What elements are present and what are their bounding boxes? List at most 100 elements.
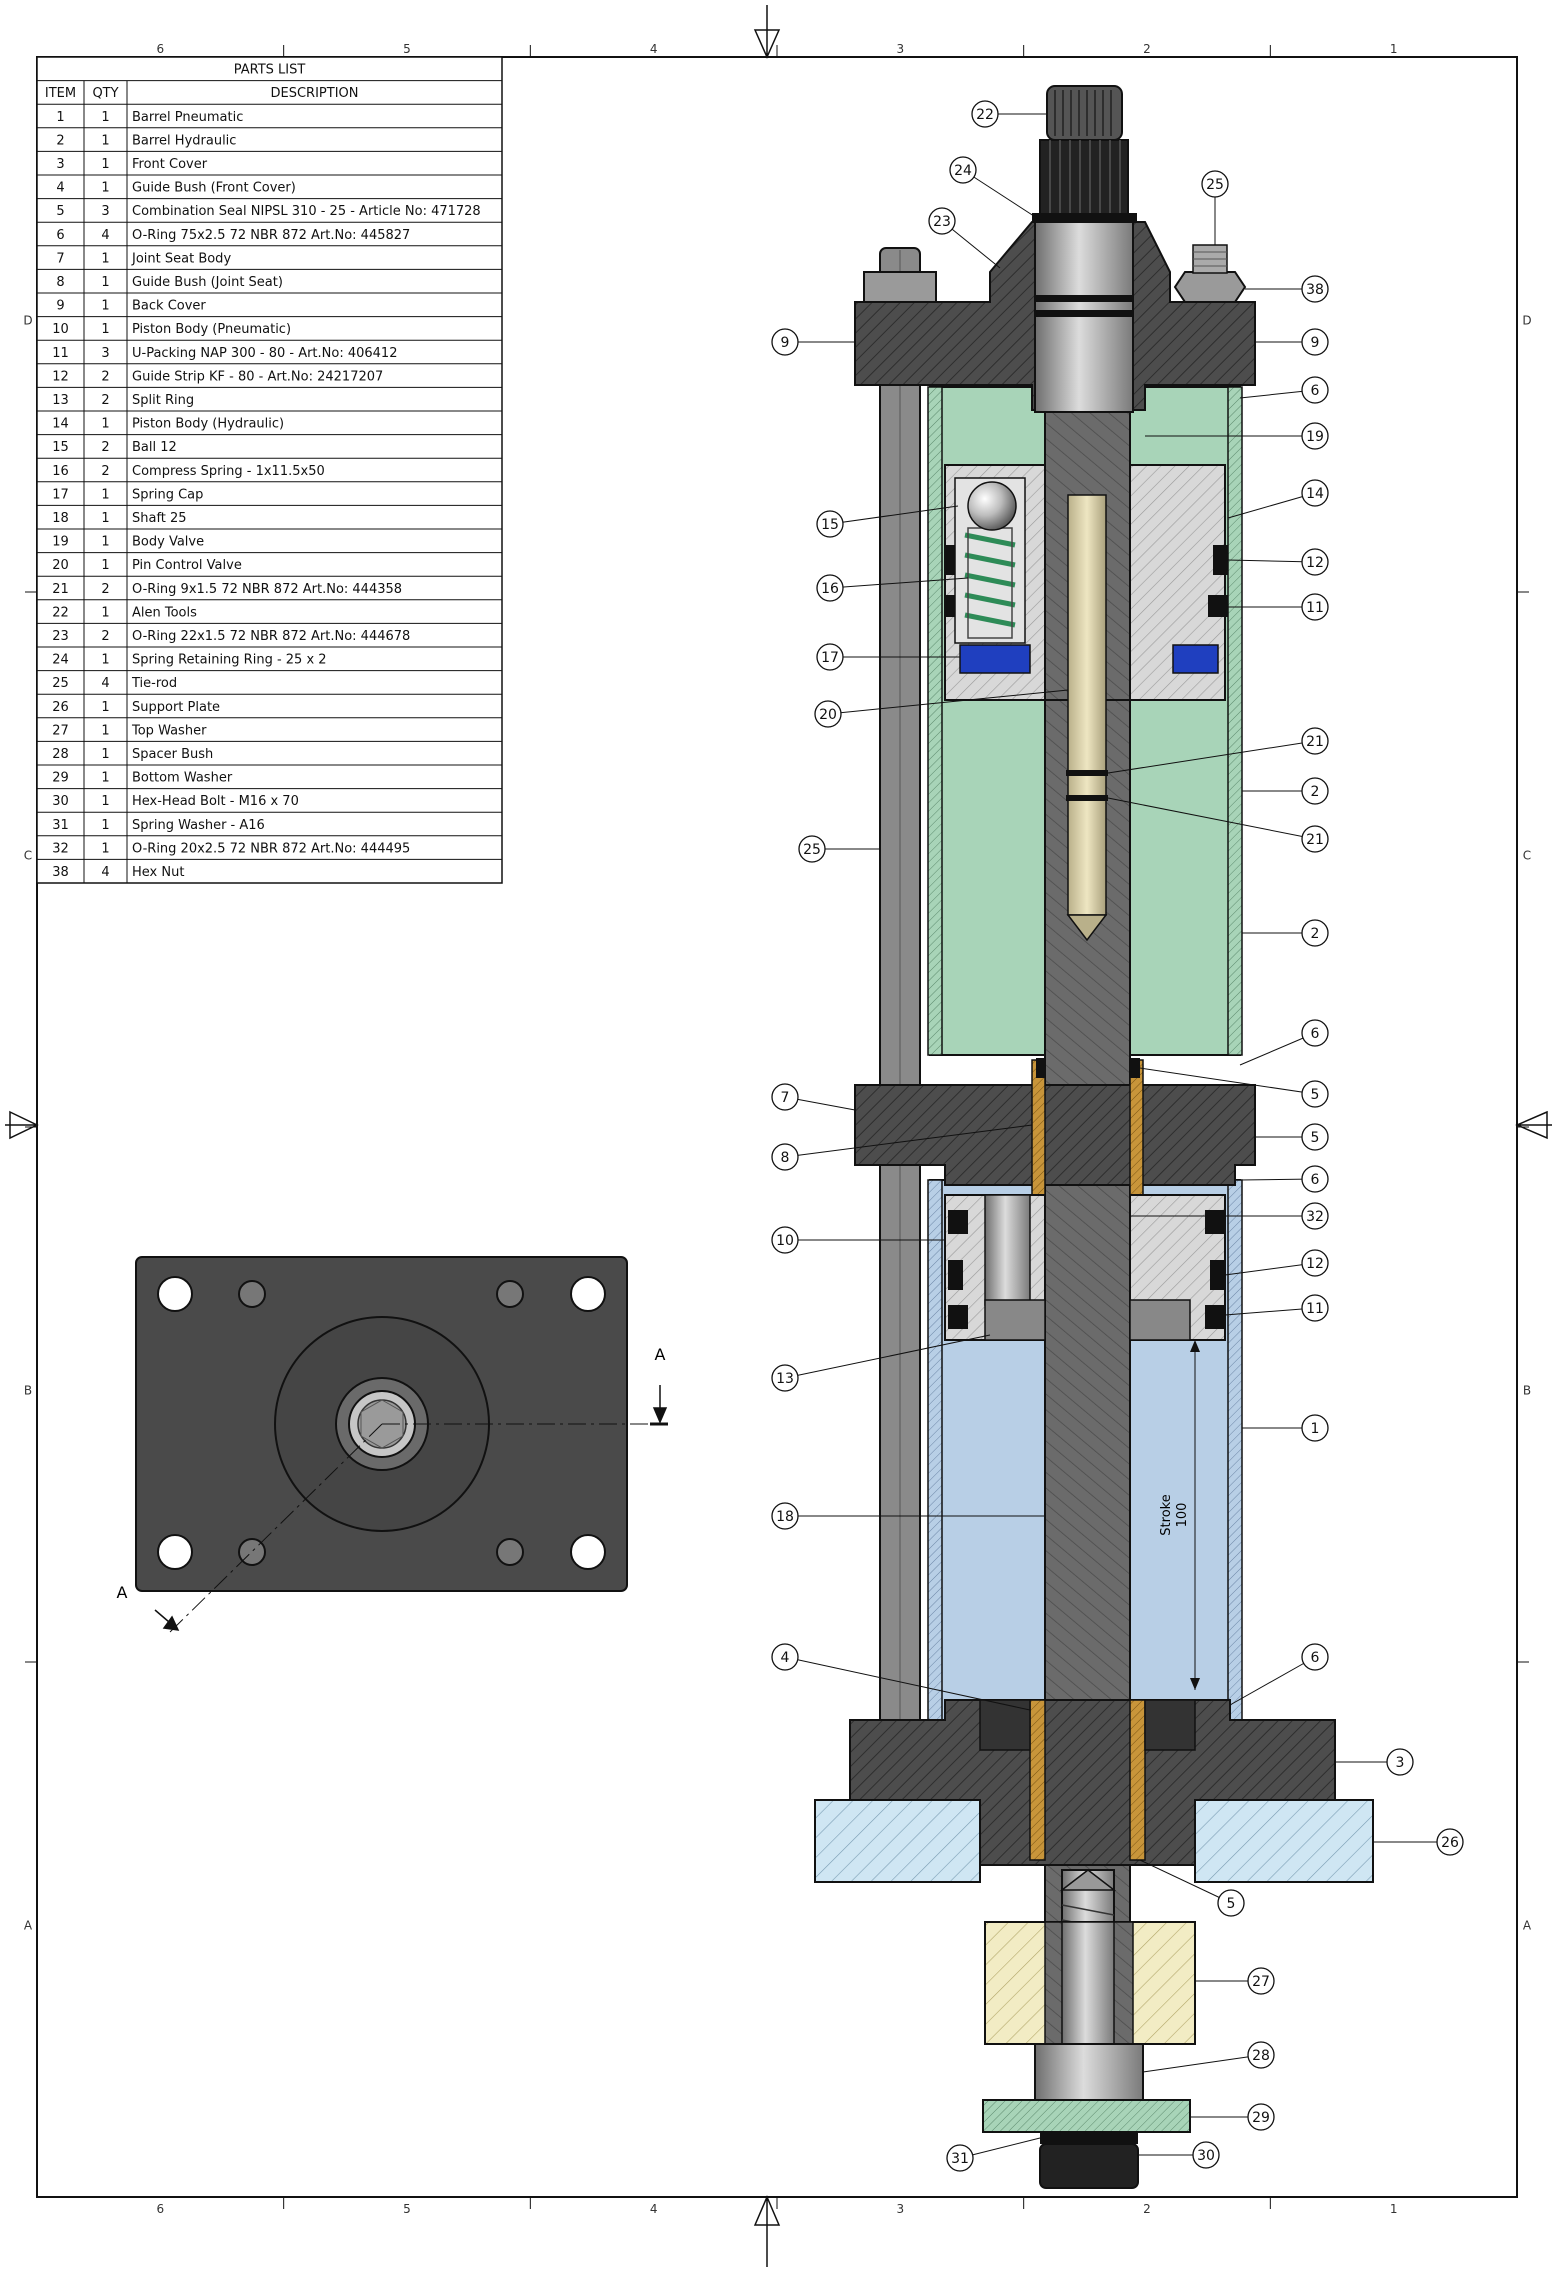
callout-leader xyxy=(1139,1067,1316,1095)
table-cell: Pin Control Valve xyxy=(132,558,242,573)
spacer-bush xyxy=(1034,2043,1144,2101)
table-cell: 14 xyxy=(52,417,69,432)
table-cell: 5 xyxy=(56,204,64,219)
table-cell: 2 xyxy=(101,440,109,455)
table-cell: 2 xyxy=(101,629,109,644)
callout-label: 28 xyxy=(1252,2048,1270,2064)
u-packing xyxy=(948,1210,968,1234)
pneumatic-barrel-wall-right xyxy=(1227,1179,1243,1721)
table-cell: 4 xyxy=(101,228,109,243)
callout-leader xyxy=(1107,740,1316,774)
callout-leader xyxy=(829,505,959,525)
zone-column-label: 2 xyxy=(1143,42,1151,56)
zone-row-label: D xyxy=(1522,314,1531,328)
callout-bubble xyxy=(971,100,999,128)
table-cell: Body Valve xyxy=(132,535,204,550)
callout-leader xyxy=(1224,1307,1316,1316)
callout-bubble xyxy=(928,207,956,235)
callout-bubble xyxy=(1301,1123,1329,1151)
table-cell: Hex-Head Bolt - M16 x 70 xyxy=(132,794,299,809)
table-cell: Piston Body (Pneumatic) xyxy=(132,322,291,337)
zone-row-label: A xyxy=(24,1919,33,1933)
callout-label: 6 xyxy=(1311,1650,1320,1666)
table-cell: 1 xyxy=(101,110,109,125)
stroke-value: 100 xyxy=(1175,1503,1190,1528)
callout-bubble xyxy=(1301,328,1329,356)
table-cell: 12 xyxy=(52,369,69,384)
section-label: A xyxy=(117,1583,128,1602)
callout-bubble xyxy=(1301,825,1329,853)
table-cell: 30 xyxy=(52,794,69,809)
table-cell: 1 xyxy=(101,251,109,266)
table-cell: Alen Tools xyxy=(132,605,197,620)
callout-bubble xyxy=(1301,1019,1329,1047)
hydraulic-barrel-wall-left xyxy=(927,386,943,1056)
callout-bubble xyxy=(771,1643,799,1671)
guide-bush-joint xyxy=(1129,1059,1144,1196)
callout-bubble xyxy=(816,643,844,671)
knurl xyxy=(1054,90,1112,136)
retaining-ring xyxy=(1032,213,1137,223)
callout-bubble xyxy=(1301,548,1329,576)
table-cell: Tie-rod xyxy=(131,676,177,691)
table-cell: 1 xyxy=(101,511,109,526)
callout-label: 24 xyxy=(954,163,972,179)
callout-bubble xyxy=(1247,2103,1275,2131)
table-cell: 16 xyxy=(52,464,69,479)
table-cell: Combination Seal NIPSL 310 - 25 - Articl… xyxy=(132,204,481,219)
table-cell: Spring Washer - A16 xyxy=(132,818,265,833)
callout-bubble xyxy=(1301,1294,1329,1322)
table-cell: 6 xyxy=(56,228,64,243)
zone-row-label: B xyxy=(1523,1384,1531,1398)
table-cell: 1 xyxy=(101,605,109,620)
zone-column-label: 4 xyxy=(650,2202,658,2216)
table-cell: 17 xyxy=(52,487,69,502)
bottom-washer xyxy=(982,2099,1191,2133)
callout-label: 11 xyxy=(1306,1301,1324,1317)
table-cell: Guide Bush (Front Cover) xyxy=(132,181,296,196)
callout-leader xyxy=(1142,2054,1262,2073)
callout-bubble xyxy=(1301,479,1329,507)
zone-column-label: 5 xyxy=(403,42,411,56)
callout-leader xyxy=(959,2137,1041,2159)
table-cell: 1 xyxy=(101,417,109,432)
table-cell: 22 xyxy=(52,605,69,620)
table-cell: 3 xyxy=(56,157,64,172)
table-cell: 32 xyxy=(52,841,69,856)
table-cell: 1 xyxy=(101,558,109,573)
callout-bubble xyxy=(1436,1828,1464,1856)
zone-column-label: 6 xyxy=(157,42,165,56)
table-cell: Hex Nut xyxy=(132,865,184,880)
callout-bubble xyxy=(1301,422,1329,450)
parts-list-border xyxy=(36,56,503,884)
combination-seal xyxy=(1130,1058,1140,1078)
table-cell: 15 xyxy=(52,440,69,455)
table-cell: 1 xyxy=(101,299,109,314)
table-cell: Guide Strip KF - 80 - Art.No: 24217207 xyxy=(132,369,383,384)
table-cell: 1 xyxy=(101,723,109,738)
callout-label: 32 xyxy=(1306,1209,1324,1225)
zone-column-label: 5 xyxy=(403,2202,411,2216)
callout-label: 19 xyxy=(1306,429,1324,445)
callout-bubble xyxy=(771,1083,799,1111)
callout-bubble xyxy=(814,700,842,728)
table-cell: 13 xyxy=(52,393,69,408)
table-cell: 23 xyxy=(52,629,69,644)
callout-bubble xyxy=(1301,1080,1329,1108)
guide-strip xyxy=(948,1260,963,1290)
table-cell: 11 xyxy=(52,346,69,361)
callout-label: 20 xyxy=(819,707,837,723)
callout-bubble xyxy=(816,574,844,602)
callout-label: 9 xyxy=(781,335,790,351)
table-cell: Spring Retaining Ring - 25 x 2 xyxy=(132,653,327,668)
stroke-label: Stroke xyxy=(1159,1494,1174,1535)
u-packing xyxy=(1205,1305,1225,1329)
table-cell: 27 xyxy=(52,723,69,738)
split-ring xyxy=(984,1299,1046,1341)
table-cell: U-Packing NAP 300 - 80 - Art.No: 406412 xyxy=(132,346,397,361)
table-cell: 38 xyxy=(52,865,69,880)
table-cell: O-Ring 9x1.5 72 NBR 872 Art.No: 444358 xyxy=(132,582,402,597)
o-ring xyxy=(1035,295,1133,302)
callout-label: 22 xyxy=(976,107,994,123)
joint-seat-body xyxy=(854,1084,1256,1186)
